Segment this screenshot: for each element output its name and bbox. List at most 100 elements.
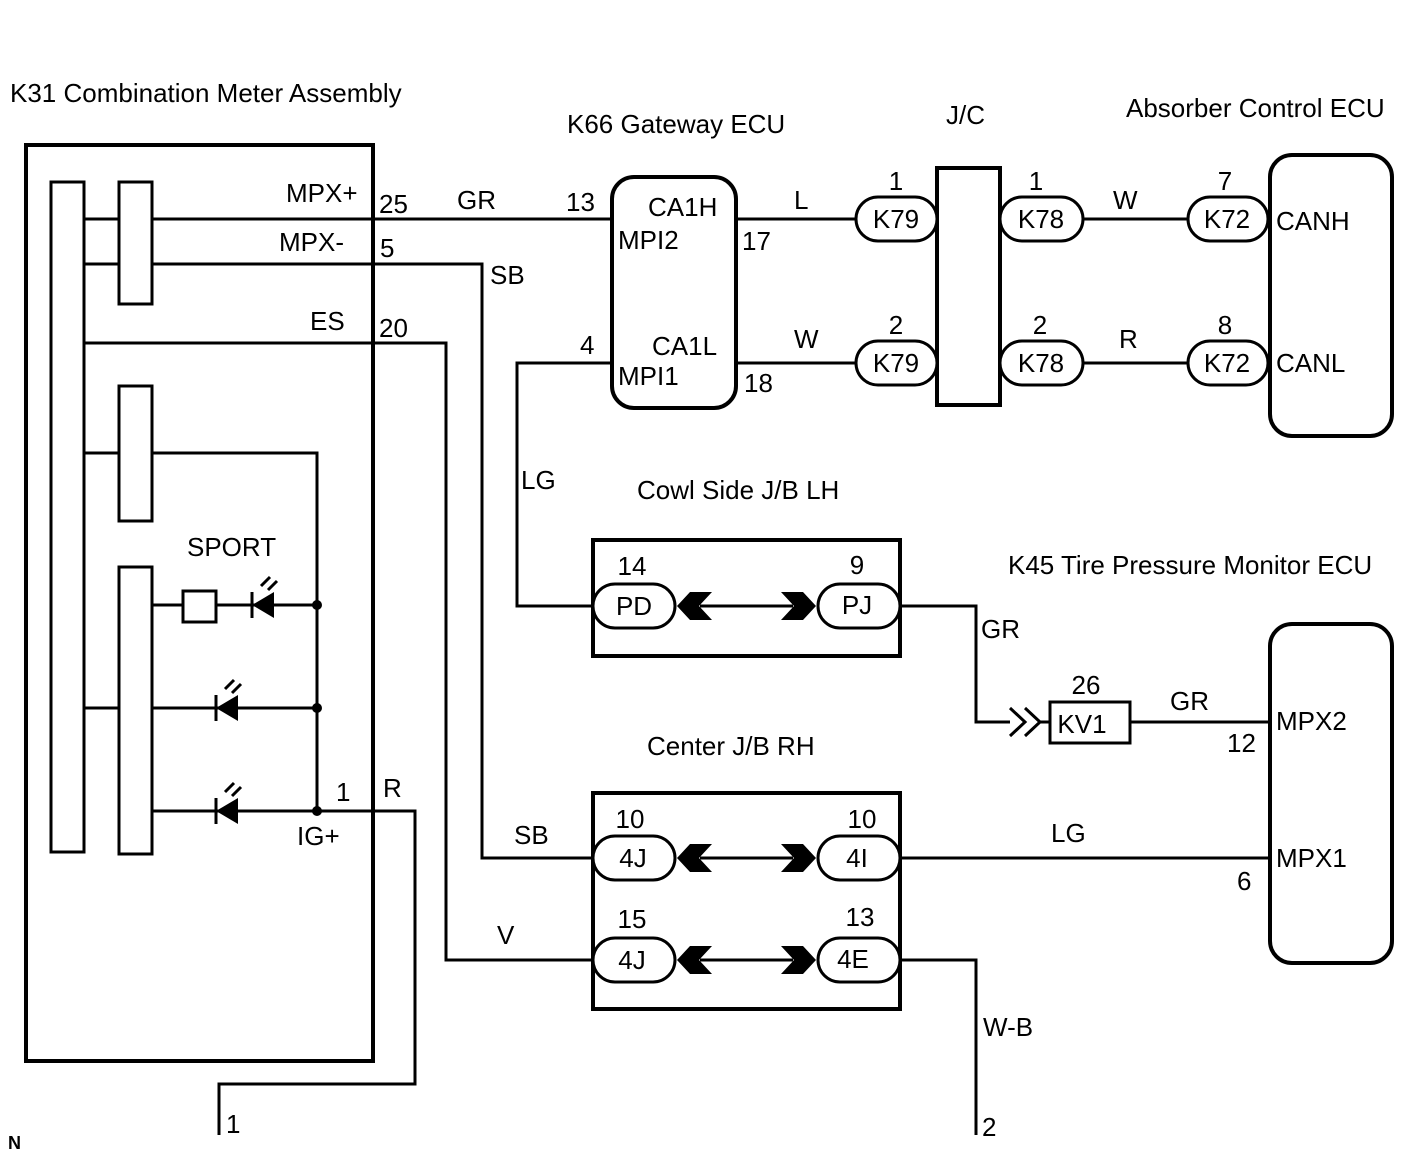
- indicator-led-icon: [214, 678, 243, 721]
- connector-pd-pin: 14: [618, 551, 647, 581]
- wire-color-v: V: [497, 920, 515, 950]
- connector-4j-label: 4J: [618, 945, 645, 975]
- wire-color-l: L: [794, 185, 808, 215]
- gateway-ecu-box: [610, 175, 738, 410]
- mpx-minus-label: MPX-: [279, 227, 344, 257]
- tpm-ecu-title: K45 Tire Pressure Monitor ECU: [1008, 550, 1372, 580]
- connector-k79-pin: 2: [889, 310, 903, 340]
- jb-link-icon: [677, 844, 816, 872]
- connector-k79: [854, 195, 939, 243]
- sport-led-icon: [250, 575, 279, 618]
- kv1-arrow-icon: [1008, 706, 1050, 738]
- ig-plus-label: IG+: [297, 821, 340, 851]
- ca1l-label: CA1L: [652, 331, 717, 361]
- corner-mark: N: [8, 1133, 21, 1153]
- pin-25: 25: [379, 189, 408, 219]
- jc-box: [935, 166, 1002, 407]
- ca1h-label: CA1H: [648, 192, 717, 222]
- wire-color-r: R: [1119, 324, 1138, 354]
- connector-4e: [816, 936, 902, 984]
- mpx2-label: MPX2: [1276, 706, 1347, 736]
- wire-color-w: W: [794, 324, 819, 354]
- junction-dot: [312, 806, 322, 816]
- pin-20: 20: [379, 313, 408, 343]
- wire-mpi1-lg: [515, 361, 612, 608]
- connector-4j-pin: 10: [616, 804, 645, 834]
- cowl-jb-title: Cowl Side J/B LH: [637, 475, 839, 505]
- mpx1-label: MPX1: [1276, 843, 1347, 873]
- connector-k72-pin: 8: [1218, 310, 1232, 340]
- center-jb-title: Center J/B RH: [647, 731, 815, 761]
- connector-pd: [591, 582, 677, 630]
- wire-ig-plus: [152, 451, 417, 1135]
- sport-label: SPORT: [187, 532, 276, 562]
- wire-color-w: W: [1113, 185, 1138, 215]
- wire-color-gr: GR: [1170, 686, 1209, 716]
- connector-kv1-label: KV1: [1057, 709, 1106, 739]
- wire-color-sb: SB: [490, 260, 525, 290]
- connector-4j: [591, 936, 677, 984]
- meter-module-low: [117, 565, 154, 856]
- wire-color-lg: LG: [1051, 818, 1086, 848]
- connector-4i-label: 4I: [846, 843, 868, 873]
- absorber-ecu-title: Absorber Control ECU: [1126, 93, 1385, 123]
- meter-bus-bar: [49, 180, 86, 854]
- connector-k78-label: K78: [1018, 204, 1064, 234]
- pin-ig-1: 1: [336, 777, 350, 807]
- absorber-ecu-box: [1268, 153, 1394, 438]
- connector-k72-label: K72: [1204, 204, 1250, 234]
- terminal-1: 1: [226, 1109, 240, 1139]
- pin-12: 12: [1227, 728, 1256, 758]
- terminal-2: 2: [982, 1112, 996, 1142]
- connector-k78-pin: 2: [1033, 310, 1047, 340]
- connector-4j-pin: 15: [618, 904, 647, 934]
- canh-label: CANH: [1276, 206, 1350, 236]
- gateway-ecu-title: K66 Gateway ECU: [567, 109, 785, 139]
- connector-4i: [816, 834, 902, 882]
- connector-pd-label: PD: [616, 591, 652, 621]
- wire-color-gr: GR: [981, 614, 1020, 644]
- connector-k79-label: K79: [873, 348, 919, 378]
- connector-pj: [816, 582, 902, 630]
- jb-link-icon: [677, 592, 816, 620]
- connector-k78: [998, 195, 1085, 243]
- indicator-led-icon: [214, 781, 243, 824]
- jb-link-icon: [677, 946, 816, 974]
- pin-5: 5: [380, 233, 394, 263]
- meter-module-mid: [117, 384, 154, 523]
- connector-pj-label: PJ: [842, 590, 872, 620]
- sport-switch: [181, 589, 218, 624]
- connector-4e-label: 4E: [837, 944, 869, 974]
- wire-es-v: [84, 341, 593, 962]
- connector-4i-pin: 10: [848, 804, 877, 834]
- wire-color-lg: LG: [521, 465, 556, 495]
- wire-color-gr: GR: [457, 185, 496, 215]
- mpx-plus-label: MPX+: [286, 178, 358, 208]
- pin-6: 6: [1237, 866, 1251, 896]
- pin-4: 4: [580, 330, 594, 360]
- junction-dot: [312, 600, 322, 610]
- combination-meter-title: K31 Combination Meter Assembly: [10, 78, 402, 108]
- es-label: ES: [310, 306, 345, 336]
- canl-label: CANL: [1276, 348, 1345, 378]
- connector-k72-label: K72: [1204, 348, 1250, 378]
- pin-18: 18: [744, 368, 773, 398]
- wire-color-r: R: [383, 773, 402, 803]
- meter-mpx-module: [117, 180, 154, 306]
- connector-pj-pin: 9: [850, 550, 864, 580]
- connector-k78-label: K78: [1018, 348, 1064, 378]
- connector-k79-pin: 1: [889, 166, 903, 196]
- jc-title: J/C: [946, 100, 985, 130]
- wire-color-sb: SB: [514, 820, 549, 850]
- connector-4j-label: 4J: [619, 843, 646, 873]
- connector-k79: [854, 339, 939, 387]
- wire-pj-gr: [900, 604, 1010, 724]
- tpm-ecu-box: [1268, 622, 1394, 965]
- mpi2-label: MPI2: [618, 225, 679, 255]
- mpi1-label: MPI1: [618, 361, 679, 391]
- wire-mpx-minus-sb: [152, 262, 593, 860]
- connector-k72-pin: 7: [1218, 166, 1232, 196]
- connector-kv1-pin: 26: [1072, 670, 1101, 700]
- connector-k79-label: K79: [873, 204, 919, 234]
